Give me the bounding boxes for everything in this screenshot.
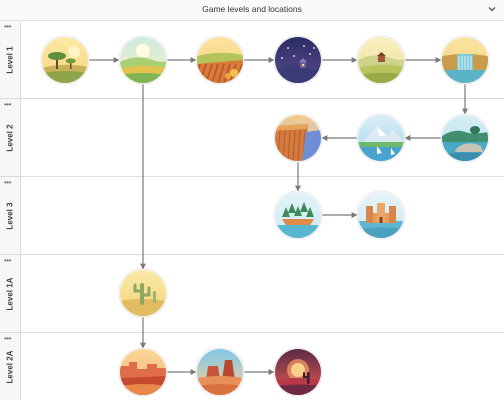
node-desert-sunset[interactable] xyxy=(273,347,323,397)
lane-level-2a: ••• Level 2A xyxy=(0,333,504,400)
drag-handle-icon[interactable]: ••• xyxy=(4,100,11,109)
lane-header[interactable]: ••• Level 3 xyxy=(0,177,21,254)
drag-handle-icon[interactable]: ••• xyxy=(4,256,11,265)
drag-handle-icon[interactable]: ••• xyxy=(4,334,11,343)
lane-level-1a: ••• Level 1A xyxy=(0,255,504,333)
node-mountain-lake[interactable] xyxy=(356,113,406,163)
night-scene-icon xyxy=(275,37,321,83)
diagram-title: Game levels and locations xyxy=(202,4,302,14)
lane-level-1: ••• Level 1 xyxy=(0,21,504,99)
autumn-fields-scene-icon xyxy=(197,37,243,83)
mountain-lake-scene-icon xyxy=(358,115,404,161)
lane-header[interactable]: ••• Level 1 xyxy=(0,21,21,98)
lane-level-2: ••• Level 2 xyxy=(0,99,504,177)
lane-level-3: ••• Level 3 xyxy=(0,177,504,255)
node-farm-hills[interactable] xyxy=(356,35,406,85)
node-red-canyon[interactable] xyxy=(118,347,168,397)
node-castle-shore[interactable] xyxy=(356,190,406,240)
seaside-scene-icon xyxy=(442,115,488,161)
savanna-scene-icon xyxy=(42,37,88,83)
node-cactus-desert[interactable] xyxy=(118,268,168,318)
node-seaside-rocks[interactable] xyxy=(440,113,490,163)
drag-handle-icon[interactable]: ••• xyxy=(4,22,11,31)
node-cliff-sea[interactable] xyxy=(273,113,323,163)
node-forest-island[interactable] xyxy=(273,190,323,240)
canyon-scene-icon xyxy=(120,349,166,395)
node-waterfall-valley[interactable] xyxy=(440,35,490,85)
lane-header[interactable]: ••• Level 2 xyxy=(0,99,21,176)
drag-handle-icon[interactable]: ••• xyxy=(4,178,11,187)
chevron-down-icon[interactable] xyxy=(486,3,498,15)
sunset-scene-icon xyxy=(275,349,321,395)
node-autumn-fields[interactable] xyxy=(194,35,245,85)
header-bar: Game levels and locations xyxy=(0,0,504,21)
island-scene-icon xyxy=(275,192,321,238)
farm-hills-scene-icon xyxy=(358,37,404,83)
node-night-village[interactable] xyxy=(273,35,323,85)
meadow-scene-icon xyxy=(120,37,166,83)
castle-scene-icon xyxy=(358,192,404,238)
node-meadow[interactable] xyxy=(118,35,168,85)
waterfall-scene-icon xyxy=(442,37,488,83)
node-savanna[interactable] xyxy=(40,35,90,85)
cactus-scene-icon xyxy=(120,270,166,316)
node-mesa-desert[interactable] xyxy=(195,347,245,397)
mesa-scene-icon xyxy=(197,349,243,395)
lane-header[interactable]: ••• Level 1A xyxy=(0,255,21,332)
lane-header[interactable]: ••• Level 2A xyxy=(0,333,21,400)
cliff-scene-icon xyxy=(275,115,321,161)
